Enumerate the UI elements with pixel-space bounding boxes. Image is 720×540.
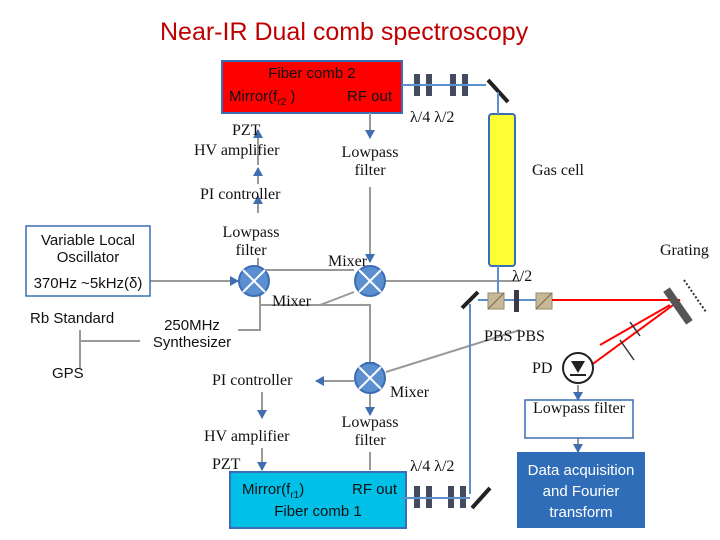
mirror-left-mid	[460, 290, 480, 310]
detect-lowpass-label: Lowpass filter	[533, 400, 625, 417]
mirror-bottom	[470, 486, 492, 510]
top-chain-wires	[79, 113, 583, 471]
bottom-mixer-label: Mixer	[390, 384, 430, 401]
fiber-comb-1-box	[229, 471, 407, 529]
bottom-pi-controller-label: PI controller	[212, 372, 293, 389]
fiber-comb-2-box	[221, 60, 403, 114]
gps-label: GPS	[52, 365, 84, 382]
gas-cell	[488, 113, 516, 267]
top-lowpass-mid-label: Lowpass filter	[341, 144, 399, 179]
fiber-comb-1-mirror: Mirror(fr1)	[242, 481, 305, 501]
fiber-comb-2-rf-out: RF out	[347, 88, 393, 105]
daq-label: Data acquisition and Fourier transform	[527, 462, 635, 521]
photodiode-icon	[562, 352, 594, 384]
beam-paths	[402, 84, 540, 499]
top-mixer-mid-label: Mixer	[328, 253, 368, 270]
top-pzt-label: PZT	[232, 122, 261, 139]
pd-label: PD	[532, 360, 553, 377]
pbs-cubes	[487, 290, 553, 312]
laser-beam	[552, 299, 681, 367]
mixer-bottom	[354, 362, 386, 394]
rb-standard-label: Rb Standard	[30, 310, 115, 327]
synthesizer-label: 250MHz Synthesizer	[152, 317, 232, 351]
daq-box	[517, 452, 645, 528]
mirror-top	[486, 78, 510, 104]
fiber-comb-1-rf-out: RF out	[352, 481, 398, 498]
lens	[619, 339, 635, 361]
fiber-comb-2-label: Fiber comb 2	[268, 65, 356, 82]
top-mixer-left-label: Mixer	[272, 293, 312, 310]
fiber-comb-1-label: Fiber comb 1	[274, 503, 362, 520]
grating	[663, 279, 707, 325]
gas-cell-label: Gas cell	[532, 162, 584, 179]
lowpass-box-detect	[524, 399, 634, 439]
top-pi-controller-label: PI controller	[200, 186, 281, 203]
top-lowpass-left-label: Lowpass filter	[222, 224, 280, 259]
waveplates-top-label: λ/4 λ/2	[410, 109, 455, 126]
vlo-box	[25, 225, 151, 297]
mixer-left	[238, 265, 270, 297]
grating-label: Grating	[660, 242, 709, 259]
bottom-lowpass-label: Lowpass filter	[341, 414, 399, 449]
page-title: Near-IR Dual comb spectroscopy	[160, 18, 529, 46]
waveplates-bottom-label: λ/4 λ/2	[410, 458, 455, 475]
vlo-range-label: 370Hz ~5kHz(δ)	[33, 275, 143, 292]
mixer-mid	[354, 265, 386, 297]
bottom-hv-amplifier-label: HV amplifier	[204, 428, 290, 445]
pbs-label: PBS PBS	[484, 328, 545, 345]
vlo-label: Variable Local Oscillator	[41, 232, 135, 266]
half-wave-label: λ/2	[512, 268, 533, 285]
top-hv-amplifier-label: HV amplifier	[194, 142, 280, 159]
bottom-pzt-label: PZT	[212, 456, 241, 473]
fiber-comb-2-mirror: Mirror(fr2 )	[229, 88, 296, 108]
lens-small	[629, 321, 641, 337]
